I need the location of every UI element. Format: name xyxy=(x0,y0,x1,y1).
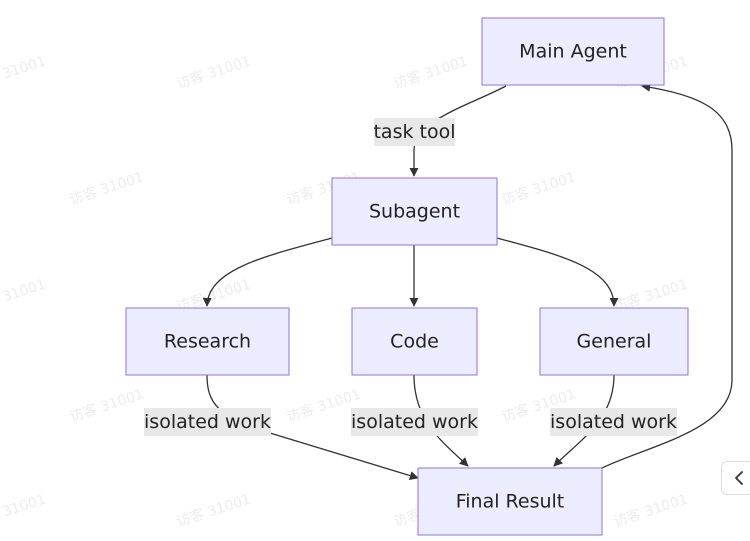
edge-label-isolated-general: isolated work xyxy=(550,408,677,436)
edge-label-text: isolated work xyxy=(351,411,478,433)
node-general: General xyxy=(539,307,689,376)
node-label: General xyxy=(577,331,652,353)
edge-label-isolated-research: isolated work xyxy=(144,408,271,436)
edge-label-text: task tool xyxy=(373,121,455,143)
edge-main-to-subagent xyxy=(409,85,507,177)
edge-final-to-main xyxy=(601,82,733,469)
edge-label-text: isolated work xyxy=(144,411,271,433)
node-label: Main Agent xyxy=(519,41,627,63)
node-code: Code xyxy=(351,307,478,376)
node-research: Research xyxy=(125,307,290,376)
node-label: Code xyxy=(390,331,439,353)
collapse-panel-button[interactable] xyxy=(721,461,750,495)
chevron-left-icon xyxy=(735,471,743,485)
edge-label-task-tool: task tool xyxy=(373,118,456,146)
node-main-agent: Main Agent xyxy=(481,17,665,86)
node-final-result: Final Result xyxy=(417,467,603,536)
edge-label-text: isolated work xyxy=(550,411,677,433)
node-subagent: Subagent xyxy=(331,177,498,246)
edge-label-isolated-code: isolated work xyxy=(351,408,478,436)
edge-subagent-to-research xyxy=(202,237,333,307)
node-label: Subagent xyxy=(369,201,460,223)
edge-subagent-to-general xyxy=(496,237,619,307)
node-label: Research xyxy=(164,331,251,353)
node-label: Final Result xyxy=(456,491,565,513)
